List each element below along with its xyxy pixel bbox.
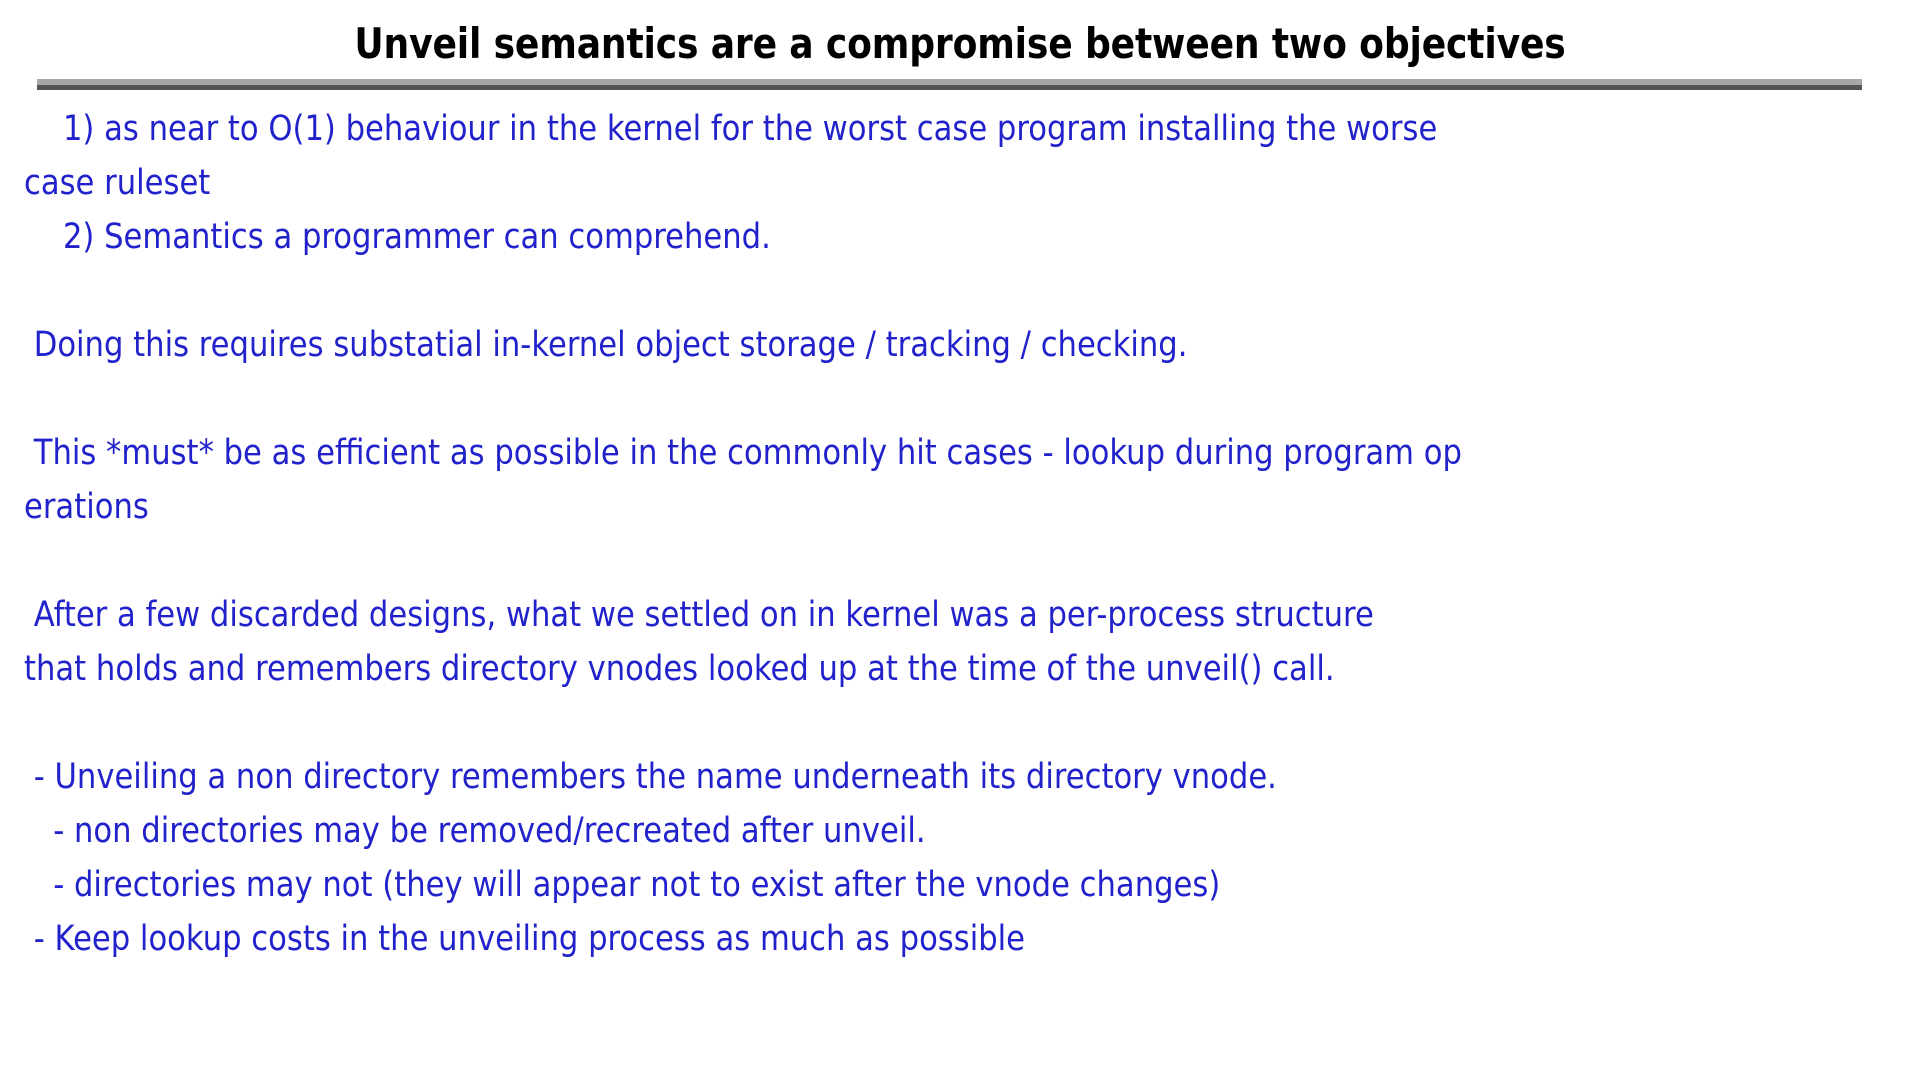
body-line: case ruleset — [24, 163, 211, 203]
divider-band-dark — [37, 85, 1862, 90]
body-line: - Unveiling a non directory remembers th… — [24, 757, 1277, 797]
body-line: - Keep lookup costs in the unveiling pro… — [24, 919, 1026, 959]
body-line-blank — [24, 264, 1662, 318]
body-line: - directories may not (they will appear … — [24, 865, 1221, 905]
page-title: Unveil semantics are a compromise betwee… — [354, 19, 1566, 68]
body-line-blank — [24, 696, 1662, 750]
body-line-blank — [24, 534, 1662, 588]
body-line: This *must* be as efficient as possible … — [24, 433, 1462, 473]
body-line: erations — [24, 487, 149, 527]
body-line: 1) as near to O(1) behaviour in the kern… — [24, 109, 1438, 149]
title-divider-rule — [37, 79, 1862, 90]
body-line: - non directories may be removed/recreat… — [24, 811, 926, 851]
body-line-blank — [24, 372, 1662, 426]
body-line: that holds and remembers directory vnode… — [24, 649, 1335, 689]
slide-body: 1) as near to O(1) behaviour in the kern… — [0, 102, 1920, 966]
body-line: After a few discarded designs, what we s… — [24, 595, 1374, 635]
divider-band-light — [37, 79, 1862, 85]
body-line: Doing this requires substatial in-kernel… — [24, 325, 1188, 365]
body-line: 2) Semantics a programmer can comprehend… — [24, 217, 771, 257]
